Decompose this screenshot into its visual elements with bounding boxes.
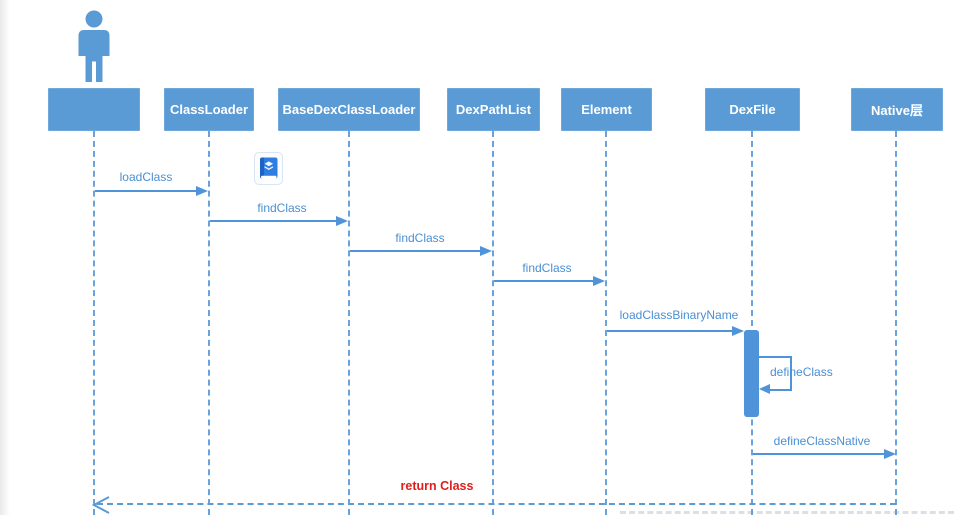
message-label-return-class: return Class	[400, 479, 474, 493]
message-arrow-findclass-3	[494, 280, 593, 282]
arrowhead	[759, 384, 770, 394]
message-label-loadclass: loadClass	[119, 170, 173, 184]
participant-label: DexFile	[729, 102, 776, 117]
message-arrow-loadclassbinaryname	[607, 330, 732, 332]
arrowhead	[480, 246, 492, 256]
message-arrow-return-dashed	[97, 503, 896, 505]
cropped-edge-artifact	[620, 511, 954, 514]
message-label-findclass-1: findClass	[257, 201, 307, 215]
participant-label: ClassLoader	[169, 102, 249, 117]
message-arrow-loadclass	[95, 190, 196, 192]
arrowhead	[884, 449, 896, 459]
lifeline-classloader	[208, 131, 210, 515]
participant-box-native-layer: Native层	[851, 88, 943, 131]
lifeline-dexfile	[751, 131, 753, 515]
participant-box-dexfile: DexFile	[705, 88, 800, 131]
left-edge-fade	[0, 0, 10, 515]
open-arrowhead	[92, 496, 110, 514]
message-arrow-findclass-2	[350, 250, 480, 252]
participant-label: BaseDexClassLoader	[282, 102, 416, 117]
message-label-findclass-3: findClass	[522, 261, 572, 275]
lifeline-basedexclassloader	[348, 131, 350, 515]
participant-label: Native层	[870, 103, 924, 118]
message-label-findclass-2: findClass	[395, 231, 445, 245]
lifeline-native-layer	[895, 131, 897, 515]
message-arrow-defineclassnative	[753, 453, 884, 455]
selfloop-right-segment	[790, 356, 792, 391]
participant-label: Element	[581, 102, 632, 117]
arrowhead	[196, 186, 208, 196]
message-label-loadclassbinaryname: loadClassBinaryName	[619, 308, 739, 322]
arrowhead	[593, 276, 605, 286]
message-label-defineclassnative: defineClassNative	[773, 434, 871, 448]
message-label-defineclass: defineClass	[770, 365, 833, 379]
participant-box-actor	[48, 88, 140, 131]
arrowhead	[336, 216, 348, 226]
participant-box-basedexclassloader: BaseDexClassLoader	[278, 88, 420, 131]
arrowhead	[732, 326, 744, 336]
participant-box-classloader: ClassLoader	[164, 88, 254, 131]
selfloop-top-segment	[759, 356, 792, 358]
message-arrow-findclass-1	[210, 220, 336, 222]
lifeline-element	[605, 131, 607, 515]
participant-box-element: Element	[561, 88, 652, 131]
participant-label: DexPathList	[455, 102, 532, 117]
person-actor-icon	[78, 10, 110, 82]
selfloop-bottom-segment	[770, 389, 792, 391]
lifeline-actor	[93, 131, 95, 515]
book-app-icon	[254, 152, 283, 185]
participant-box-dexpathlist: DexPathList	[447, 88, 540, 131]
lifeline-dexpathlist	[492, 131, 494, 515]
activation-bar-dexfile	[744, 330, 759, 417]
